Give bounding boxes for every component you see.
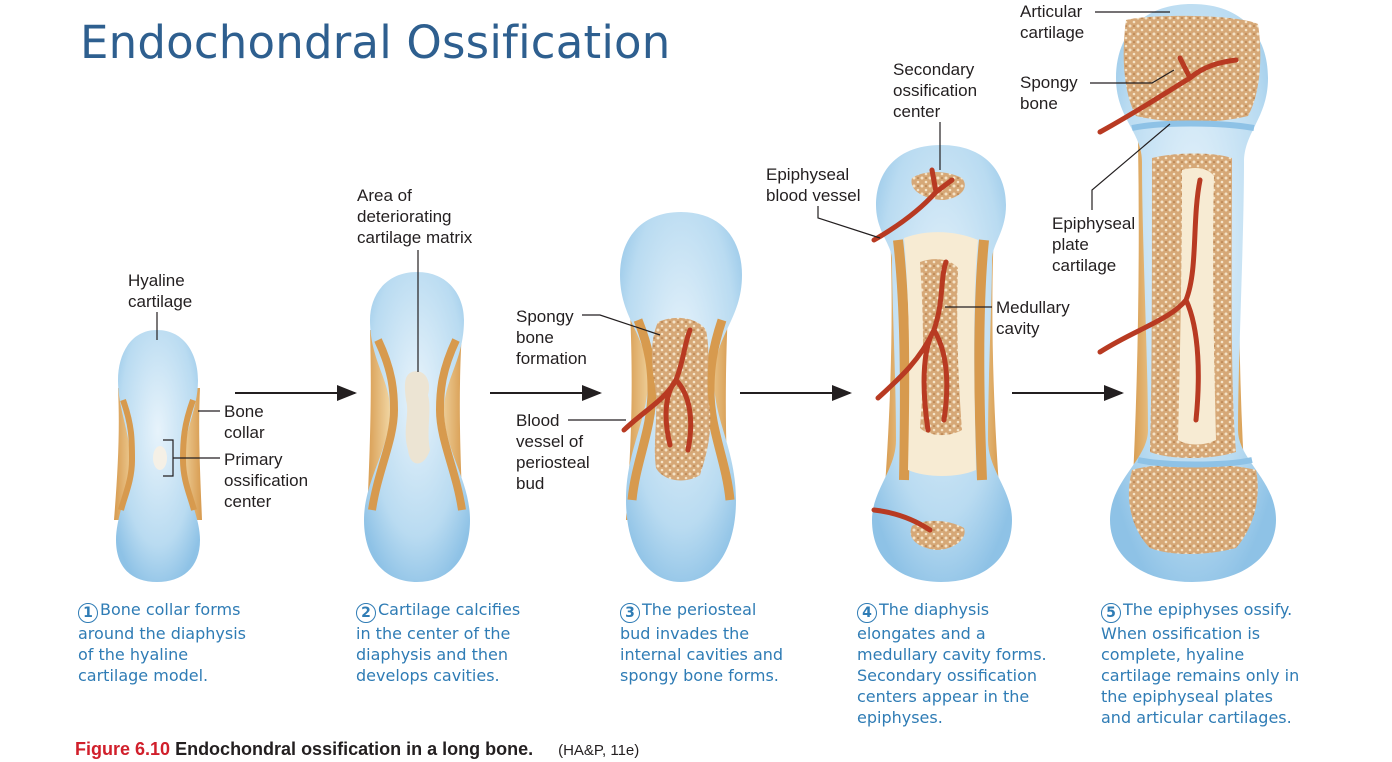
label-medullary-cavity: Medullary cavity <box>996 298 1070 338</box>
label-spongy-bone-formation: Spongy bone formation <box>516 307 587 368</box>
bone-stage-1 <box>114 330 202 582</box>
step-number-badge: 5 <box>1101 603 1121 623</box>
leader-lines <box>156 11 1175 477</box>
label-primary-ossification-center: Primary ossification center <box>224 450 309 511</box>
bone-stage-3 <box>620 212 742 582</box>
step-number-badge: 3 <box>620 603 640 623</box>
step-number-badge: 4 <box>857 603 877 623</box>
label-epiphyseal-plate-cartilage: Epiphyseal plate cartilage <box>1052 214 1136 275</box>
periosteal-bud-vessel <box>621 327 694 453</box>
epiphyseal-vessel-5 <box>1097 55 1239 135</box>
label-hyaline-cartilage: Hyaline cartilage <box>128 271 193 311</box>
bone-stage-2 <box>364 272 470 582</box>
figure-title: Endochondral ossification in a long bone… <box>175 739 534 759</box>
label-spongy-bone: Spongy bone <box>1020 73 1078 113</box>
label-bone-collar: Bone collar <box>224 402 265 442</box>
page-title: Endochondral Ossification <box>80 16 671 69</box>
step-number-badge: 2 <box>356 603 376 623</box>
figure-caption: Figure 6.10 Endochondral ossification in… <box>75 738 639 762</box>
step-number-badge: 1 <box>78 603 98 623</box>
bone-stage-5 <box>1097 4 1276 582</box>
label-blood-vessel-periosteal-bud: Blood vessel of periosteal bud <box>516 411 590 493</box>
label-deteriorating-cartilage-matrix: Area of deteriorating cartilage matrix <box>357 186 473 247</box>
epiphyseal-vessel-4 <box>871 167 955 243</box>
bone-stage-4 <box>871 145 1012 582</box>
figure-number: Figure 6.10 <box>75 739 171 759</box>
label-articular-cartilage: Articular cartilage <box>1020 2 1085 42</box>
figure-source: (HA&P, 11e) <box>558 742 640 759</box>
label-epiphyseal-blood-vessel: Epiphyseal blood vessel <box>766 165 861 205</box>
label-secondary-ossification-center: Secondary ossification center <box>893 60 978 121</box>
